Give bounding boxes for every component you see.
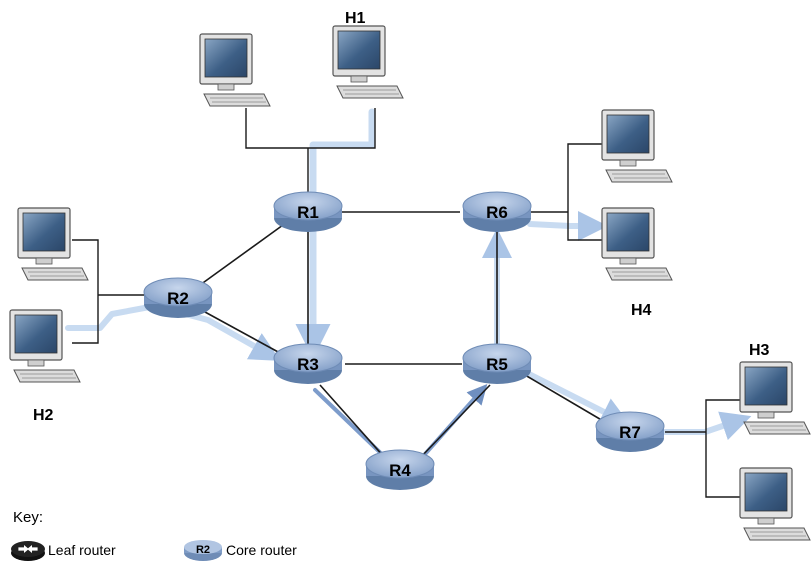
link-right-hosts-r6 — [567, 143, 603, 241]
router-label-r7: R7 — [619, 423, 641, 442]
router-r7: R7 — [595, 411, 665, 452]
path-r5-r7 — [522, 369, 631, 426]
computer-right-upper — [601, 109, 673, 183]
computer-h4 — [601, 207, 673, 281]
hosts — [9, 25, 811, 541]
router-r2: R2 — [143, 277, 213, 318]
legend-core-router-label: Core router — [226, 542, 297, 558]
legend: Key: Leaf router R2 Core router — [11, 509, 297, 561]
link-top-hosts-r1 — [245, 108, 376, 149]
router-r6: R6 — [462, 191, 532, 232]
router-links — [199, 211, 611, 459]
computer-h2 — [9, 309, 81, 383]
link-r5-r7 — [524, 374, 611, 426]
computer-h1 — [332, 25, 404, 99]
host-label-h2: H2 — [33, 407, 54, 424]
router-label-r1: R1 — [297, 203, 319, 222]
router-label-r5: R5 — [486, 355, 508, 374]
legend-title: Key: — [13, 509, 43, 526]
host-label-h3: H3 — [749, 342, 770, 359]
link-left-hosts-r2 — [72, 239, 99, 344]
legend-leaf-router-label: Leaf router — [48, 542, 116, 558]
path-r7-h3 — [662, 411, 752, 441]
router-label-r2: R2 — [167, 289, 189, 308]
router-label-r4: R4 — [389, 461, 411, 480]
host-label-h1: H1 — [345, 10, 366, 27]
router-r3: R3 — [273, 343, 343, 384]
path-h2-r3 — [65, 303, 281, 361]
router-label-r3: R3 — [297, 355, 319, 374]
leaf-router-icon — [11, 541, 45, 561]
computer-left-upper — [17, 207, 89, 281]
path-h1-r3 — [295, 108, 376, 359]
path-r6-h4 — [527, 211, 608, 241]
router-label-r6: R6 — [486, 203, 508, 222]
core-router-icon: R2 — [184, 540, 222, 561]
core-router-icon-label: R2 — [196, 544, 210, 556]
computer-top-left — [199, 33, 271, 107]
computer-h3 — [739, 361, 811, 435]
link-r1-r2 — [199, 224, 284, 286]
computer-bottom-right — [739, 467, 811, 541]
link-r3-r4 — [319, 384, 386, 459]
host-label-h4: H4 — [631, 302, 652, 319]
router-r4: R4 — [365, 449, 435, 490]
link-r4-r5 — [419, 384, 491, 459]
link-br-hosts-r7 — [705, 399, 740, 498]
router-r1: R1 — [273, 191, 343, 232]
host-links — [72, 108, 740, 498]
link-r2-r3 — [204, 311, 281, 354]
router-r5: R5 — [462, 343, 532, 384]
